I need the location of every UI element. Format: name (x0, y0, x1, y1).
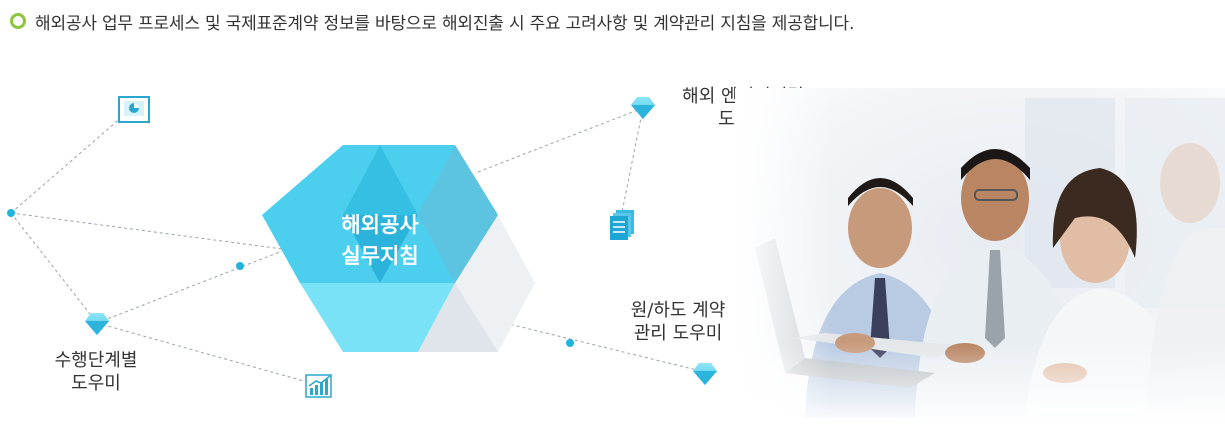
intro-text: 해외공사 업무 프로세스 및 국제표준계약 정보를 바탕으로 해외진출 시 주요… (35, 13, 855, 34)
node-label-line: 도우미 (71, 373, 121, 394)
gem-icon (693, 363, 717, 385)
center-hexagon (262, 145, 535, 352)
office-workers-photo (735, 88, 1225, 427)
connector-lines (10, 107, 706, 386)
presentation-icon (118, 96, 150, 123)
node-label-line: 관리 도우미 (633, 323, 723, 344)
gem-icon (631, 97, 655, 119)
node-dot (566, 339, 574, 347)
gem-icon (85, 313, 109, 335)
bar-chart-icon (305, 374, 332, 398)
node-label-contract: 원/하도 계약 관리 도우미 (608, 299, 748, 345)
center-title-line2: 실무지침 (341, 244, 419, 268)
node-dot (236, 262, 244, 270)
document-stack-icon (610, 210, 634, 240)
node-label-stage: 수행단계별 도우미 (36, 349, 156, 395)
center-title-line1: 해외공사 (341, 213, 419, 237)
node-dot (7, 209, 15, 217)
node-label-line: 수행단계별 (54, 350, 138, 371)
center-title: 해외공사 실무지침 (310, 210, 450, 272)
intro-line: 해외공사 업무 프로세스 및 국제표준계약 정보를 바탕으로 해외진출 시 주요… (10, 8, 854, 34)
bullet-circle-icon (10, 13, 26, 29)
node-label-line: 원/하도 계약 (630, 300, 726, 321)
